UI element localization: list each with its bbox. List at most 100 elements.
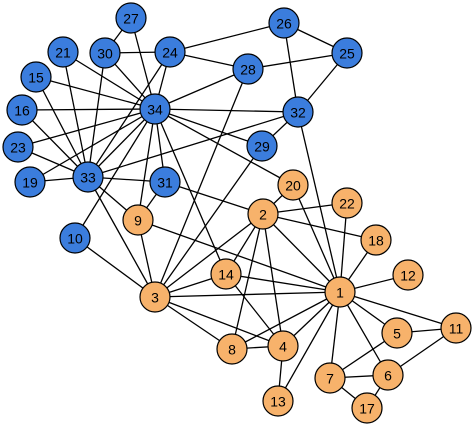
node-circle	[372, 359, 404, 391]
node-label: 15	[28, 70, 44, 86]
node-label: 22	[339, 196, 355, 212]
edge-3-4	[154, 296, 284, 347]
node-circle	[246, 130, 278, 162]
node-1: 1	[324, 276, 356, 308]
node-9: 9	[122, 204, 154, 236]
edge-20-34	[154, 108, 294, 186]
node-circle	[262, 385, 294, 417]
node-label: 2	[259, 207, 267, 223]
edge-21-33	[62, 51, 89, 178]
node-label: 33	[80, 170, 96, 186]
node-31: 31	[149, 166, 181, 198]
edge-2-31	[164, 181, 264, 215]
node-circle	[122, 204, 154, 236]
node-circle	[324, 276, 356, 308]
edge-9-34	[137, 108, 156, 221]
node-label: 32	[290, 105, 306, 121]
node-label: 6	[384, 368, 392, 384]
node-3: 3	[139, 281, 171, 313]
node-circle	[59, 222, 91, 254]
edge-23-34	[17, 108, 156, 148]
edge-21-34	[62, 51, 156, 110]
node-circle	[277, 169, 309, 201]
node-label: 29	[254, 139, 270, 155]
node-label: 11	[449, 321, 464, 337]
node-label: 23	[10, 140, 26, 156]
node-circle	[47, 36, 79, 68]
node-19: 19	[14, 166, 46, 198]
node-label: 34	[147, 102, 163, 118]
node-label: 10	[67, 231, 83, 247]
node-21: 21	[47, 36, 79, 68]
node-5: 5	[381, 317, 413, 349]
edge-29-34	[154, 108, 263, 147]
node-circle	[351, 392, 383, 424]
node-label: 7	[326, 371, 334, 387]
node-8: 8	[216, 333, 248, 365]
node-15: 15	[20, 61, 52, 93]
edge-1-11	[339, 291, 457, 329]
node-label: 4	[279, 339, 287, 355]
node-label: 1	[336, 285, 344, 301]
node-28: 28	[232, 53, 264, 85]
node-circle	[392, 259, 424, 291]
edge-1-9	[137, 219, 341, 293]
edge-33-34	[87, 108, 156, 178]
node-13: 13	[262, 385, 294, 417]
edge-16-33	[21, 109, 89, 178]
node-circle	[139, 281, 171, 313]
node-25: 25	[331, 37, 363, 69]
node-22: 22	[331, 187, 363, 219]
node-circle	[331, 187, 363, 219]
edge-32-33	[87, 111, 299, 178]
edge-32-34	[154, 108, 299, 113]
edge-2-3	[154, 213, 264, 298]
edge-1-20	[292, 184, 341, 293]
node-27: 27	[115, 2, 147, 34]
edge-16-34	[21, 108, 156, 111]
edge-1-13	[277, 291, 341, 402]
node-4: 4	[267, 330, 299, 362]
node-circle	[331, 37, 363, 69]
node-circle	[2, 131, 34, 163]
node-11: 11	[440, 312, 472, 344]
node-circle	[314, 362, 346, 394]
edge-3-33	[87, 176, 156, 298]
node-label: 16	[14, 103, 30, 119]
node-circle	[247, 198, 279, 230]
node-label: 17	[359, 401, 375, 417]
node-circle	[232, 53, 264, 85]
node-circle	[381, 317, 413, 349]
node-circle	[216, 333, 248, 365]
node-label: 12	[400, 268, 416, 284]
edge-1-32	[297, 111, 341, 293]
edge-15-33	[35, 76, 89, 178]
node-label: 26	[276, 16, 292, 32]
node-23: 23	[2, 131, 34, 163]
edge-3-29	[154, 145, 263, 298]
edge-14-34	[154, 108, 227, 275]
node-label: 31	[157, 175, 173, 191]
node-29: 29	[246, 130, 278, 162]
edge-1-2	[262, 213, 341, 293]
node-circle	[268, 7, 300, 39]
node-16: 16	[6, 94, 38, 126]
node-10: 10	[59, 222, 91, 254]
node-circle	[154, 36, 186, 68]
node-2: 2	[247, 198, 279, 230]
node-24: 24	[154, 36, 186, 68]
node-7: 7	[314, 362, 346, 394]
edge-24-26	[169, 22, 285, 53]
node-32: 32	[282, 96, 314, 128]
node-18: 18	[360, 224, 392, 256]
node-circle	[282, 96, 314, 128]
node-label: 13	[270, 394, 286, 410]
node-34: 34	[139, 93, 171, 125]
node-label: 24	[162, 45, 178, 61]
node-33: 33	[72, 161, 104, 193]
node-circle	[89, 37, 121, 69]
edge-1-6	[339, 291, 389, 376]
edge-30-33	[87, 52, 106, 178]
